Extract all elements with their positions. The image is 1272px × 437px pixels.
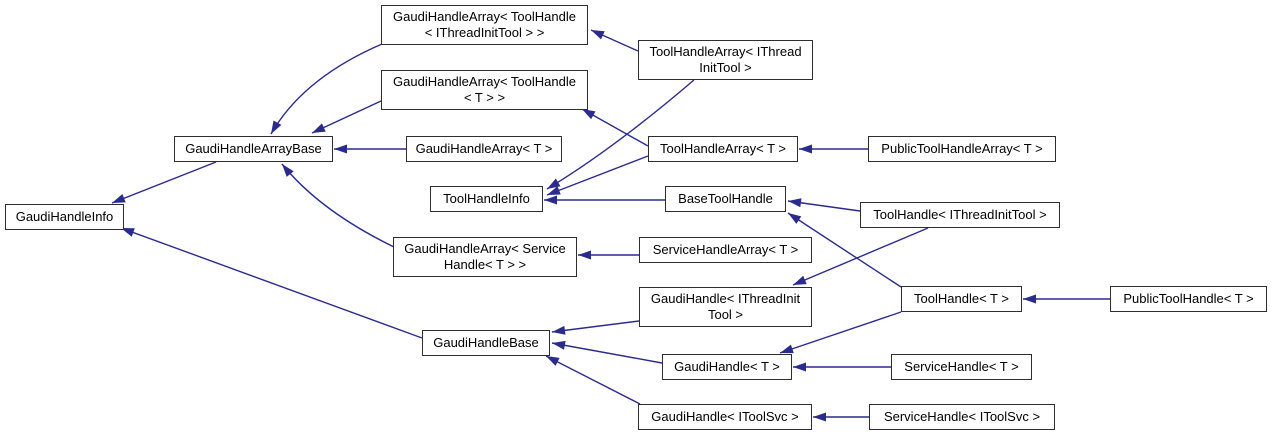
class-node-label-line: ServiceHandleArray< T > — [652, 242, 799, 257]
inheritance-arrowhead-pth_t-to-th_t — [1023, 294, 1036, 304]
class-node-label-line: GaudiHandleArrayBase — [185, 141, 322, 156]
inheritance-arrowhead-sha_t-to-gha_sh_t — [578, 250, 591, 260]
class-node-th_thi[interactable]: ToolHandle< IThreadInitTool > — [860, 202, 1060, 228]
inheritance-edge-gha_th_t-to-ghab — [311, 100, 382, 134]
inheritance-edge-gha_sh_t-to-ghab — [281, 163, 395, 248]
inheritance-edge-gh_t-to-ghb — [551, 342, 663, 364]
class-node-gha_th_t[interactable]: GaudiHandleArray< ToolHandle< T > > — [381, 70, 588, 110]
class-node-gha_thi[interactable]: GaudiHandleArray< ToolHandle< IThreadIni… — [381, 5, 588, 45]
inheritance-edge-gh_its-to-ghb — [545, 355, 641, 405]
class-node-sh_t[interactable]: ServiceHandle< T > — [891, 354, 1032, 380]
class-node-gh_its[interactable]: GaudiHandle< IToolSvc > — [638, 404, 812, 430]
inheritance-arrowhead-tha_t-to-gha_th_t — [582, 109, 596, 120]
inheritance-edge-tha_t-to-gha_th_t — [581, 108, 649, 147]
inheritance-edge-tha_t-to-thi — [546, 155, 649, 196]
inheritance-arrowhead-th_thi-to-gh_thi — [793, 275, 807, 285]
inheritance-arrowhead-tha_thi-to-gha_thi — [591, 30, 605, 40]
class-node-label-line: GaudiHandle< T > — [674, 359, 780, 374]
class-node-label-line: ToolHandleArray< T > — [660, 141, 786, 156]
inheritance-arrowhead-tha_thi-to-thi — [547, 178, 561, 189]
class-node-label-line: Tool > — [707, 307, 744, 322]
inheritance-edge-gh_thi-to-ghb — [551, 320, 640, 333]
class-node-label-line: ToolHandle< IThreadInitTool > — [873, 207, 1047, 222]
inheritance-edge-th_thi-to-gh_thi — [792, 227, 929, 286]
class-node-label-line: ToolHandleArray< IThread — [649, 44, 802, 59]
class-node-label-line: GaudiHandleInfo — [15, 209, 114, 224]
class-node-pth_t[interactable]: PublicToolHandle< T > — [1110, 286, 1267, 312]
inheritance-arrowhead-gh_thi-to-ghb — [552, 325, 566, 335]
class-node-label-line: Handle< T > > — [443, 257, 527, 272]
inheritance-arrowhead-gh_its-to-ghb — [546, 356, 560, 366]
class-node-label-line: GaudiHandle< IThreadInit — [650, 291, 801, 306]
inheritance-arrowhead-sh_its-to-gh_its — [813, 412, 826, 422]
class-node-tha_t[interactable]: ToolHandleArray< T > — [648, 136, 798, 162]
class-node-ghi[interactable]: GaudiHandleInfo — [5, 204, 124, 230]
inheritance-edge-ghab-to-ghi — [111, 161, 217, 204]
class-node-ghab[interactable]: GaudiHandleArrayBase — [174, 136, 333, 162]
class-node-label-line: GaudiHandleArray< Service — [404, 241, 566, 256]
class-node-label-line: < T > > — [463, 90, 506, 105]
class-node-ghb[interactable]: GaudiHandleBase — [422, 330, 550, 356]
class-node-label-line: BaseToolHandle — [678, 191, 773, 206]
class-node-label-line: GaudiHandleArray< T > — [415, 141, 553, 156]
class-node-sha_t[interactable]: ServiceHandleArray< T > — [639, 237, 812, 263]
inheritance-arrowhead-ghab-to-ghi — [112, 194, 126, 203]
class-node-label-line: PublicToolHandleArray< T > — [881, 141, 1043, 156]
inheritance-arrowhead-th_t-to-gh_t — [780, 344, 794, 354]
inheritance-edge-ghb-to-ghi — [120, 227, 423, 339]
inheritance-arrowhead-gha_thi-to-ghab — [271, 120, 282, 134]
class-node-gh_t[interactable]: GaudiHandle< T > — [662, 354, 792, 380]
inheritance-arrowhead-tha_t-to-thi — [547, 186, 561, 195]
class-node-label-line: ToolHandle< T > — [914, 291, 1009, 306]
inheritance-arrowhead-gha_sh_t-to-ghab — [282, 164, 294, 177]
inheritance-edge-th_thi-to-bth — [787, 200, 861, 212]
class-node-thi[interactable]: ToolHandleInfo — [430, 186, 543, 212]
class-node-label-line: InitTool > — [699, 60, 752, 75]
inheritance-arrowhead-th_thi-to-bth — [788, 198, 802, 208]
class-node-label-line: ServiceHandle< IToolSvc > — [883, 409, 1041, 424]
class-node-label-line: < IThreadInitTool > > — [424, 25, 545, 40]
inheritance-edge-tha_thi-to-gha_thi — [590, 29, 639, 52]
class-node-label-line: PublicToolHandle< T > — [1123, 291, 1254, 306]
inheritance-edge-gha_thi-to-ghab — [270, 43, 383, 135]
inheritance-arrowhead-gha_th_t-to-ghab — [312, 123, 326, 133]
class-node-label-line: GaudiHandleArray< ToolHandle — [393, 74, 576, 89]
class-node-bth[interactable]: BaseToolHandle — [665, 186, 786, 212]
class-node-ptha_t[interactable]: PublicToolHandleArray< T > — [868, 136, 1056, 162]
class-node-gha_t[interactable]: GaudiHandleArray< T > — [406, 136, 562, 162]
class-node-th_t[interactable]: ToolHandle< T > — [901, 286, 1022, 312]
inheritance-arrowhead-bth-to-thi — [544, 195, 557, 205]
inheritance-arrowhead-ptha_t-to-tha_t — [799, 144, 812, 154]
inheritance-arrowhead-gha_t-to-ghab — [334, 144, 347, 154]
class-node-label-line: ToolHandleInfo — [443, 191, 530, 206]
class-node-label-line: GaudiHandle< IToolSvc > — [651, 409, 799, 424]
class-node-label-line: GaudiHandleBase — [433, 335, 539, 350]
inheritance-arrowhead-sh_t-to-gh_t — [793, 362, 806, 372]
class-node-label-line: ServiceHandle< T > — [904, 359, 1019, 374]
inheritance-arrowhead-th_t-to-bth — [788, 213, 802, 224]
class-node-label-line: GaudiHandleArray< ToolHandle — [393, 9, 576, 24]
inheritance-arrowhead-gh_t-to-ghb — [552, 340, 566, 350]
class-node-sh_its[interactable]: ServiceHandle< IToolSvc > — [869, 404, 1055, 430]
